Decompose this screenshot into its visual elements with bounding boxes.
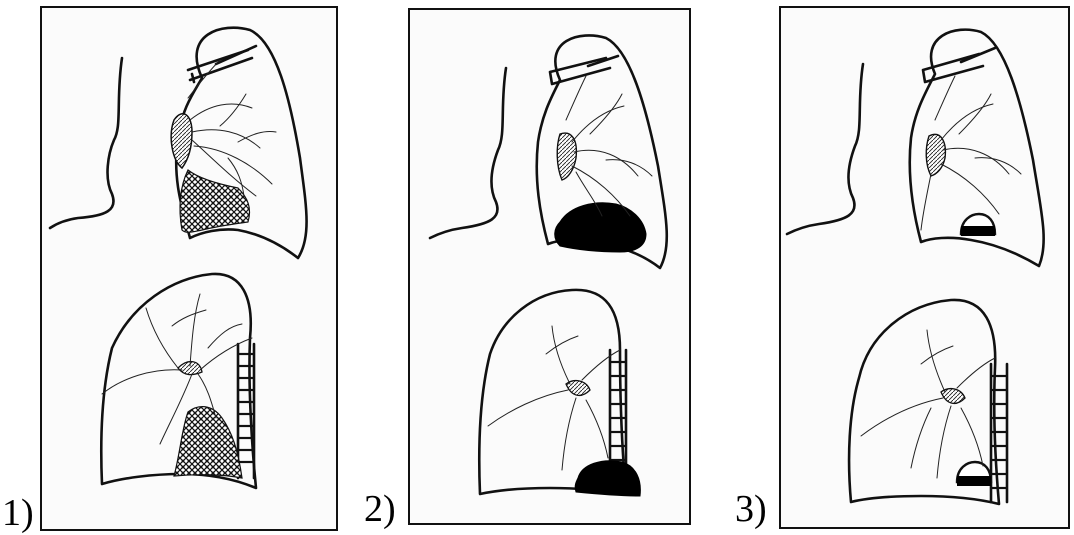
lesion-fluid-level (961, 226, 995, 236)
lesion-solid (555, 203, 646, 252)
neck-outline (50, 58, 122, 228)
diagram-panel-1 (40, 6, 338, 531)
vessel-lines (566, 76, 652, 216)
vessel-lines (102, 294, 252, 444)
lesion-solid (575, 461, 640, 496)
hilum (171, 114, 192, 168)
lesion-fluid-level (957, 476, 991, 486)
panel-label-3: 3) (735, 490, 767, 528)
vessel-lines (861, 330, 995, 478)
panel-label-1: 1) (2, 494, 34, 532)
hilum (926, 134, 945, 176)
lung-drawing-1 (42, 8, 340, 533)
neck-outline (430, 68, 506, 238)
diagram-panel-3 (779, 6, 1070, 529)
lesion-shaded (180, 170, 250, 232)
tube-upper (216, 46, 256, 64)
vessel-lines (488, 326, 620, 470)
panel-label-2: 2) (364, 490, 396, 528)
diagram-panel-2 (408, 8, 691, 525)
tube-upper (961, 48, 995, 62)
lung-drawing-2 (410, 10, 693, 527)
lesion-shaded (174, 407, 242, 478)
lung-drawing-3 (781, 8, 1072, 531)
neck-outline (787, 64, 863, 234)
